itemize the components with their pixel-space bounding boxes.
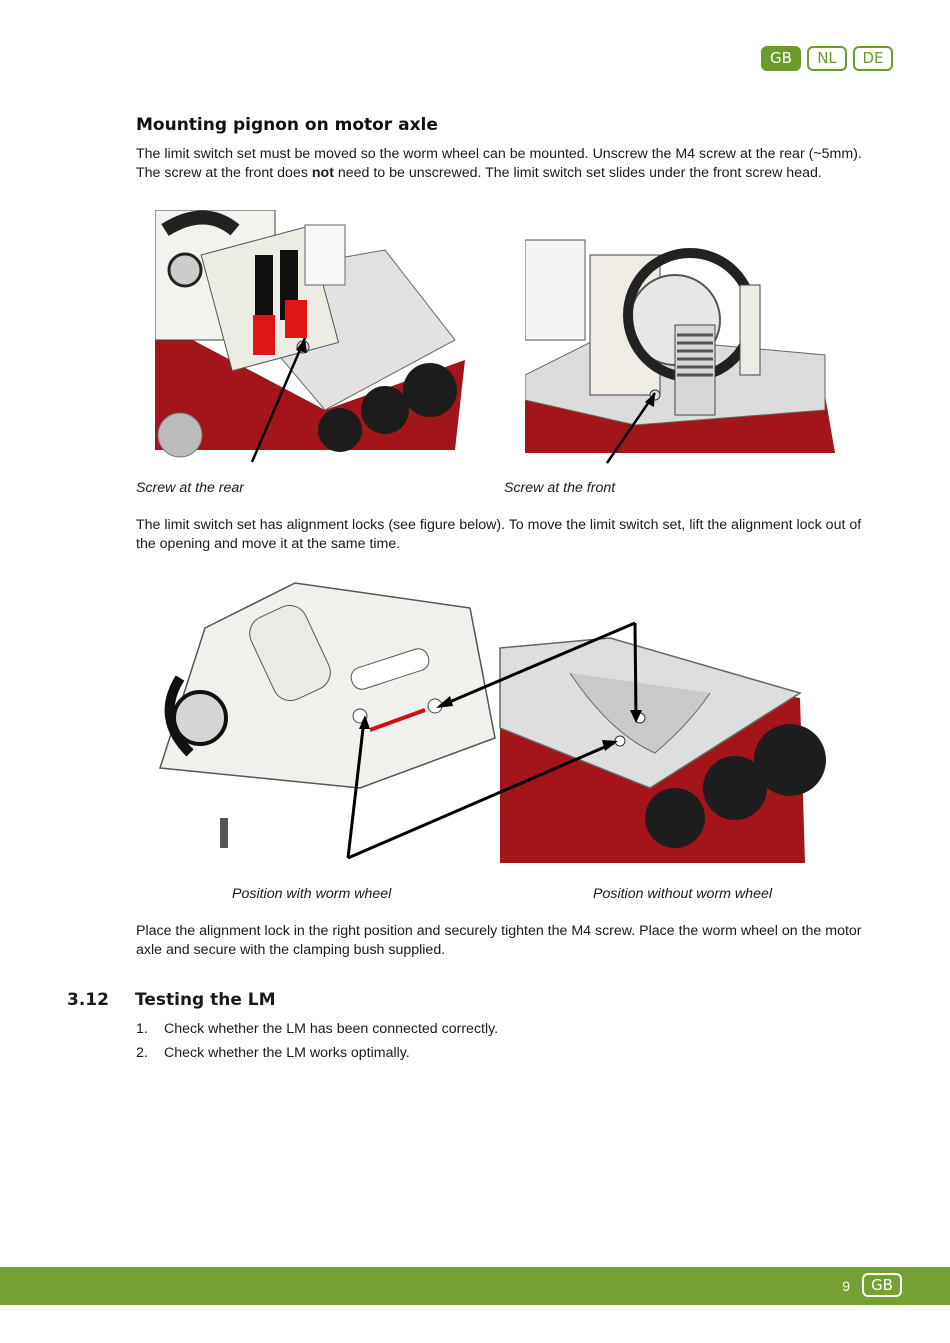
lang-tab-gb[interactable]: GB (761, 46, 801, 71)
figure-screw-front (525, 225, 835, 470)
figure-screw-rear (155, 210, 465, 465)
caption-screw-rear: Screw at the rear (136, 480, 245, 496)
list-item: 2. Check whether the LM works optimally. (136, 1044, 498, 1068)
alignment-paragraph: The limit switch set has alignment locks… (136, 517, 862, 552)
footer-bar: 9 GB (0, 1267, 950, 1305)
step-number: 1. (136, 1021, 148, 1037)
section-number: 3.12 (67, 990, 109, 1010)
step-number: 2. (136, 1045, 148, 1061)
section-title: Mounting pignon on motor axle (136, 115, 438, 135)
testing-steps: 1. Check whether the LM has been connecte… (136, 1020, 498, 1068)
language-tabs: GB NL DE (761, 46, 893, 71)
caption-with-worm-wheel: Position with worm wheel (232, 886, 392, 902)
caption-without-worm-wheel: Position without worm wheel (593, 886, 772, 902)
step-text: Check whether the LM works optimally. (164, 1045, 410, 1061)
lang-tab-nl[interactable]: NL (807, 46, 847, 71)
page-number: 9 (842, 1278, 850, 1294)
step-text: Check whether the LM has been connected … (164, 1021, 499, 1037)
place-paragraph: Place the alignment lock in the right po… (136, 923, 862, 958)
intro-text-2: need to be unscrewed. The limit switch s… (333, 165, 822, 181)
caption-screw-front: Screw at the front (504, 480, 616, 496)
intro-bold-not: not (311, 165, 334, 181)
section-heading-testing: 3.12 Testing the LM (67, 990, 276, 1010)
list-item: 1. Check whether the LM has been connecte… (136, 1020, 498, 1044)
footer-lang-badge: GB (862, 1273, 902, 1297)
figure-alignment-locks (150, 578, 840, 868)
intro-text-1: The limit switch set must be moved so th… (136, 146, 862, 181)
section-heading-title: Testing the LM (135, 990, 276, 1010)
lang-tab-de[interactable]: DE (853, 46, 893, 71)
intro-paragraph: The limit switch set must be moved so th… (136, 145, 876, 183)
